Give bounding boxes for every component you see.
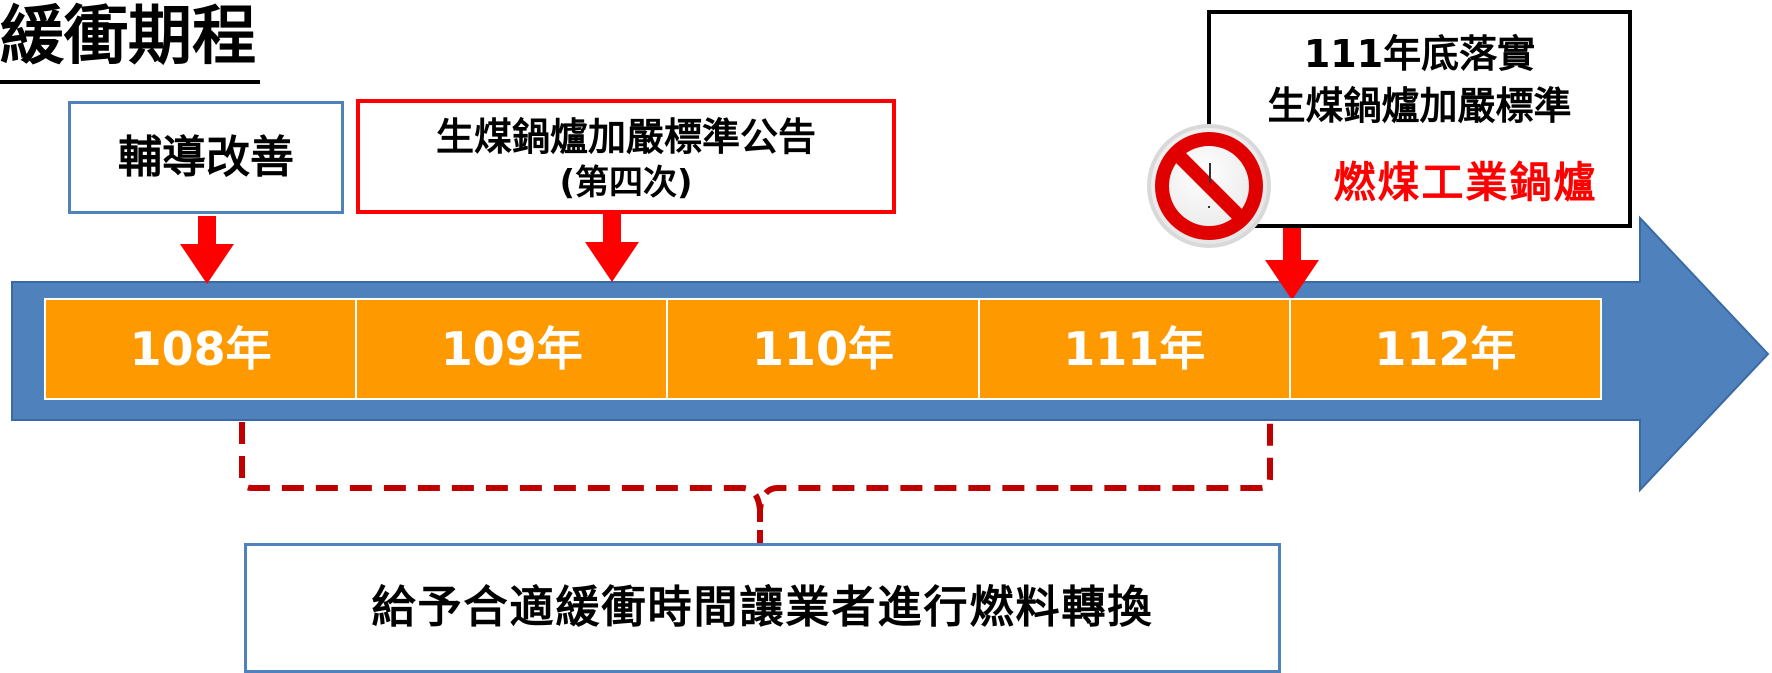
coaching-box: 輔導改善: [68, 101, 344, 214]
transition-note: 給予合適緩衝時間讓業者進行燃料轉換: [371, 582, 1154, 633]
page-title: 緩衝期程: [0, 0, 260, 84]
year-cell: 111年: [979, 300, 1291, 398]
deadline-line-3: 燃煤工業鍋爐: [1333, 158, 1598, 207]
announcement-line-1: 生煤鍋爐加嚴標準公告: [435, 115, 816, 159]
year-cell: 112年: [1290, 300, 1601, 398]
no-entry-sign-icon: [1147, 124, 1271, 248]
year-cell: 109年: [357, 300, 669, 398]
deadline-line-2: 生煤鍋爐加嚴標準: [1267, 84, 1572, 128]
year-timeline: 108年 109年 110年 111年 112年: [44, 298, 1602, 400]
announcement-box: 生煤鍋爐加嚴標準公告 (第四次): [356, 99, 896, 214]
period-bracket: [239, 422, 1273, 511]
deadline-box: 111年底落實 生煤鍋爐加嚴標準 燃煤工業鍋爐: [1207, 10, 1632, 228]
deadline-line-1: 111年底落實: [1303, 32, 1536, 76]
year-cell: 110年: [668, 300, 980, 398]
transition-note-box: 給予合適緩衝時間讓業者進行燃料轉換: [244, 543, 1281, 673]
pointer-arrow-coach: [180, 216, 234, 284]
pointer-arrow-announce: [585, 214, 639, 282]
announcement-line-2: (第四次): [559, 163, 693, 203]
year-cell: 108年: [46, 300, 358, 398]
coaching-label: 輔導改善: [118, 132, 294, 183]
pointer-arrow-deadline: [1265, 228, 1319, 300]
